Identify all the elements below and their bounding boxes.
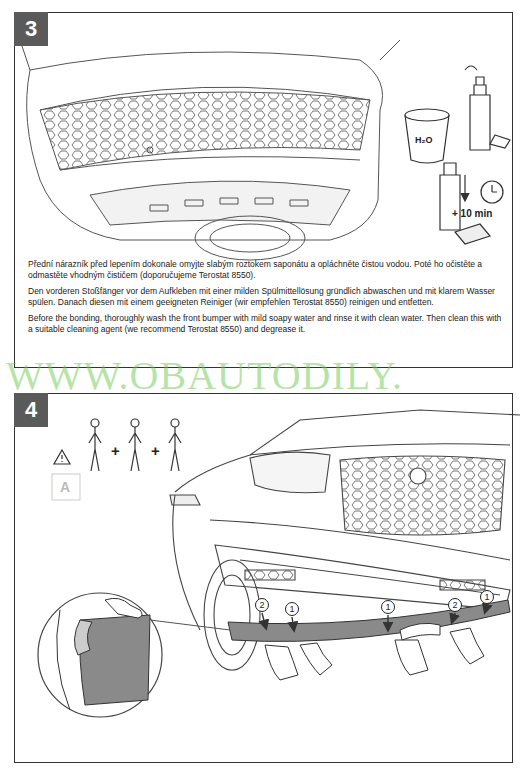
plus-sign: +	[151, 442, 160, 459]
callout-number: 1	[285, 602, 299, 616]
faint-letter: A	[60, 479, 70, 495]
step-number: 3	[14, 12, 48, 46]
instruction-text: Den vorderen Stoßfänger vor dem Aufklebe…	[28, 286, 502, 307]
callout-number: 1	[480, 590, 494, 604]
watermark: WWW.OBAUTODILY.	[6, 352, 403, 399]
callout-number: 2	[255, 598, 269, 612]
instruction-text: Before the bonding, thoroughly wash the …	[28, 313, 502, 334]
callout-number: 1	[381, 600, 395, 614]
plus-sign: +	[111, 442, 120, 459]
step-panel: 4	[14, 393, 513, 763]
step-number: 4	[14, 393, 48, 427]
water-label: H₂O	[415, 135, 433, 145]
callout-number: 2	[448, 598, 462, 612]
instruction-text: Přední nárazník před lepením dokonale om…	[28, 259, 502, 280]
instruction-text-group: Přední nárazník před lepením dokonale om…	[28, 259, 502, 334]
time-label: + 10 min	[452, 208, 492, 219]
step-panel: 3Přední nárazník před lepením dokonale o…	[14, 12, 513, 368]
